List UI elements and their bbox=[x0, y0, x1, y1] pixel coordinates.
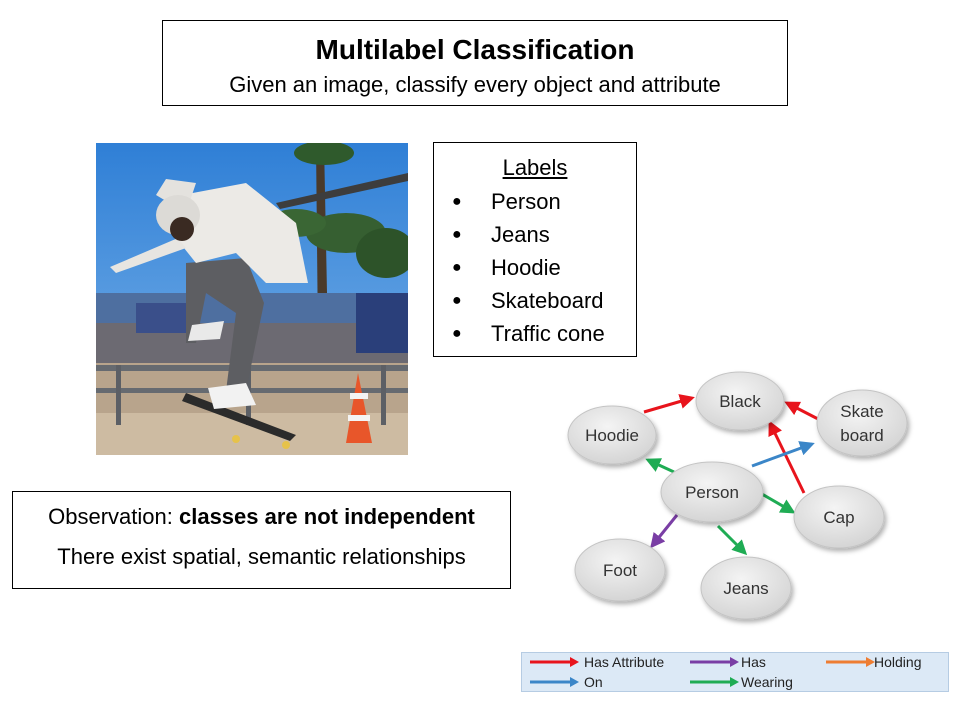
legend-on: On bbox=[584, 674, 603, 690]
bullet-icon: ● bbox=[452, 193, 462, 210]
edge-person-hoodie bbox=[645, 458, 675, 474]
edge-skateboard-black bbox=[784, 401, 821, 422]
edge-person-cap bbox=[761, 492, 796, 514]
has-arrow-icon bbox=[690, 657, 739, 667]
legend-has-attribute: Has Attribute bbox=[584, 654, 665, 670]
bullet-icon: ● bbox=[452, 325, 462, 342]
node-person-label: Person bbox=[685, 483, 739, 502]
node-hoodie bbox=[567, 405, 657, 465]
bullet-icon: ● bbox=[452, 259, 462, 276]
wearing-arrow-icon bbox=[690, 677, 739, 687]
observation-detail: There exist spatial, semantic relationsh… bbox=[57, 544, 466, 569]
bullet-icon: ● bbox=[452, 292, 462, 309]
observation-line: Observation: classes are not independent bbox=[13, 504, 510, 530]
node-hoodie-label: Hoodie bbox=[585, 426, 639, 445]
relationship-graph: Black Hoodie Skate board Person Cap Foot… bbox=[540, 360, 960, 640]
legend: Has Attribute Has Holding On Wearing bbox=[521, 652, 949, 692]
skateboarder-photo bbox=[96, 143, 408, 455]
node-person bbox=[660, 461, 764, 523]
list-item: ● Skateboard bbox=[434, 284, 636, 317]
observation-box: Observation: classes are not independent… bbox=[12, 491, 511, 589]
list-item: ● Person bbox=[434, 185, 636, 218]
node-cap-label: Cap bbox=[823, 508, 854, 527]
labels-list: ● Person ● Jeans ● Hoodie ● Skateboard ● Traf… bbox=[434, 185, 636, 350]
bullet-icon: ● bbox=[452, 226, 462, 243]
legend-wearing: Wearing bbox=[741, 674, 793, 690]
on-arrow-icon bbox=[530, 677, 579, 687]
labels-heading: Labels bbox=[502, 155, 568, 180]
node-cap bbox=[793, 485, 885, 549]
observation-bold: classes are not independent bbox=[178, 504, 475, 529]
edge-cap-black bbox=[768, 420, 806, 494]
node-jeans-label: Jeans bbox=[723, 579, 768, 598]
title-box: Multilabel Classification Given an image… bbox=[162, 20, 788, 106]
node-foot bbox=[574, 538, 666, 602]
node-black-label: Black bbox=[719, 392, 761, 411]
node-black bbox=[695, 371, 785, 431]
slide-subtitle: Given an image, classify every object an… bbox=[229, 72, 721, 97]
edge-person-foot bbox=[650, 514, 679, 549]
node-jeans bbox=[700, 556, 792, 620]
labels-box: Labels ● Person ● Jeans ● Hoodie ● Skateboar… bbox=[433, 142, 637, 357]
edge-person-skateboard bbox=[751, 441, 815, 468]
legend-has: Has bbox=[741, 654, 766, 670]
label-skateboard: Skateboard bbox=[491, 288, 604, 313]
list-item: ● Traffic cone bbox=[434, 317, 636, 350]
legend-holding: Holding bbox=[874, 654, 922, 670]
has-attribute-arrow-icon bbox=[530, 657, 579, 667]
holding-arrow-icon bbox=[826, 657, 875, 667]
node-foot-label: Foot bbox=[603, 561, 637, 580]
list-item: ● Jeans bbox=[434, 218, 636, 251]
label-person: Person bbox=[491, 189, 561, 214]
node-skateboard bbox=[816, 389, 908, 457]
label-jeans: Jeans bbox=[491, 222, 550, 247]
label-traffic-cone: Traffic cone bbox=[491, 321, 605, 346]
observation-prefix: Observation: bbox=[48, 504, 179, 529]
edge-hoodie-black bbox=[643, 394, 695, 414]
edge-person-jeans bbox=[716, 524, 748, 556]
node-skateboard-label-1: Skate bbox=[840, 402, 883, 421]
list-item: ● Hoodie bbox=[434, 251, 636, 284]
label-hoodie: Hoodie bbox=[491, 255, 561, 280]
slide-title: Multilabel Classification bbox=[315, 34, 635, 65]
node-skateboard-label-2: board bbox=[840, 426, 883, 445]
